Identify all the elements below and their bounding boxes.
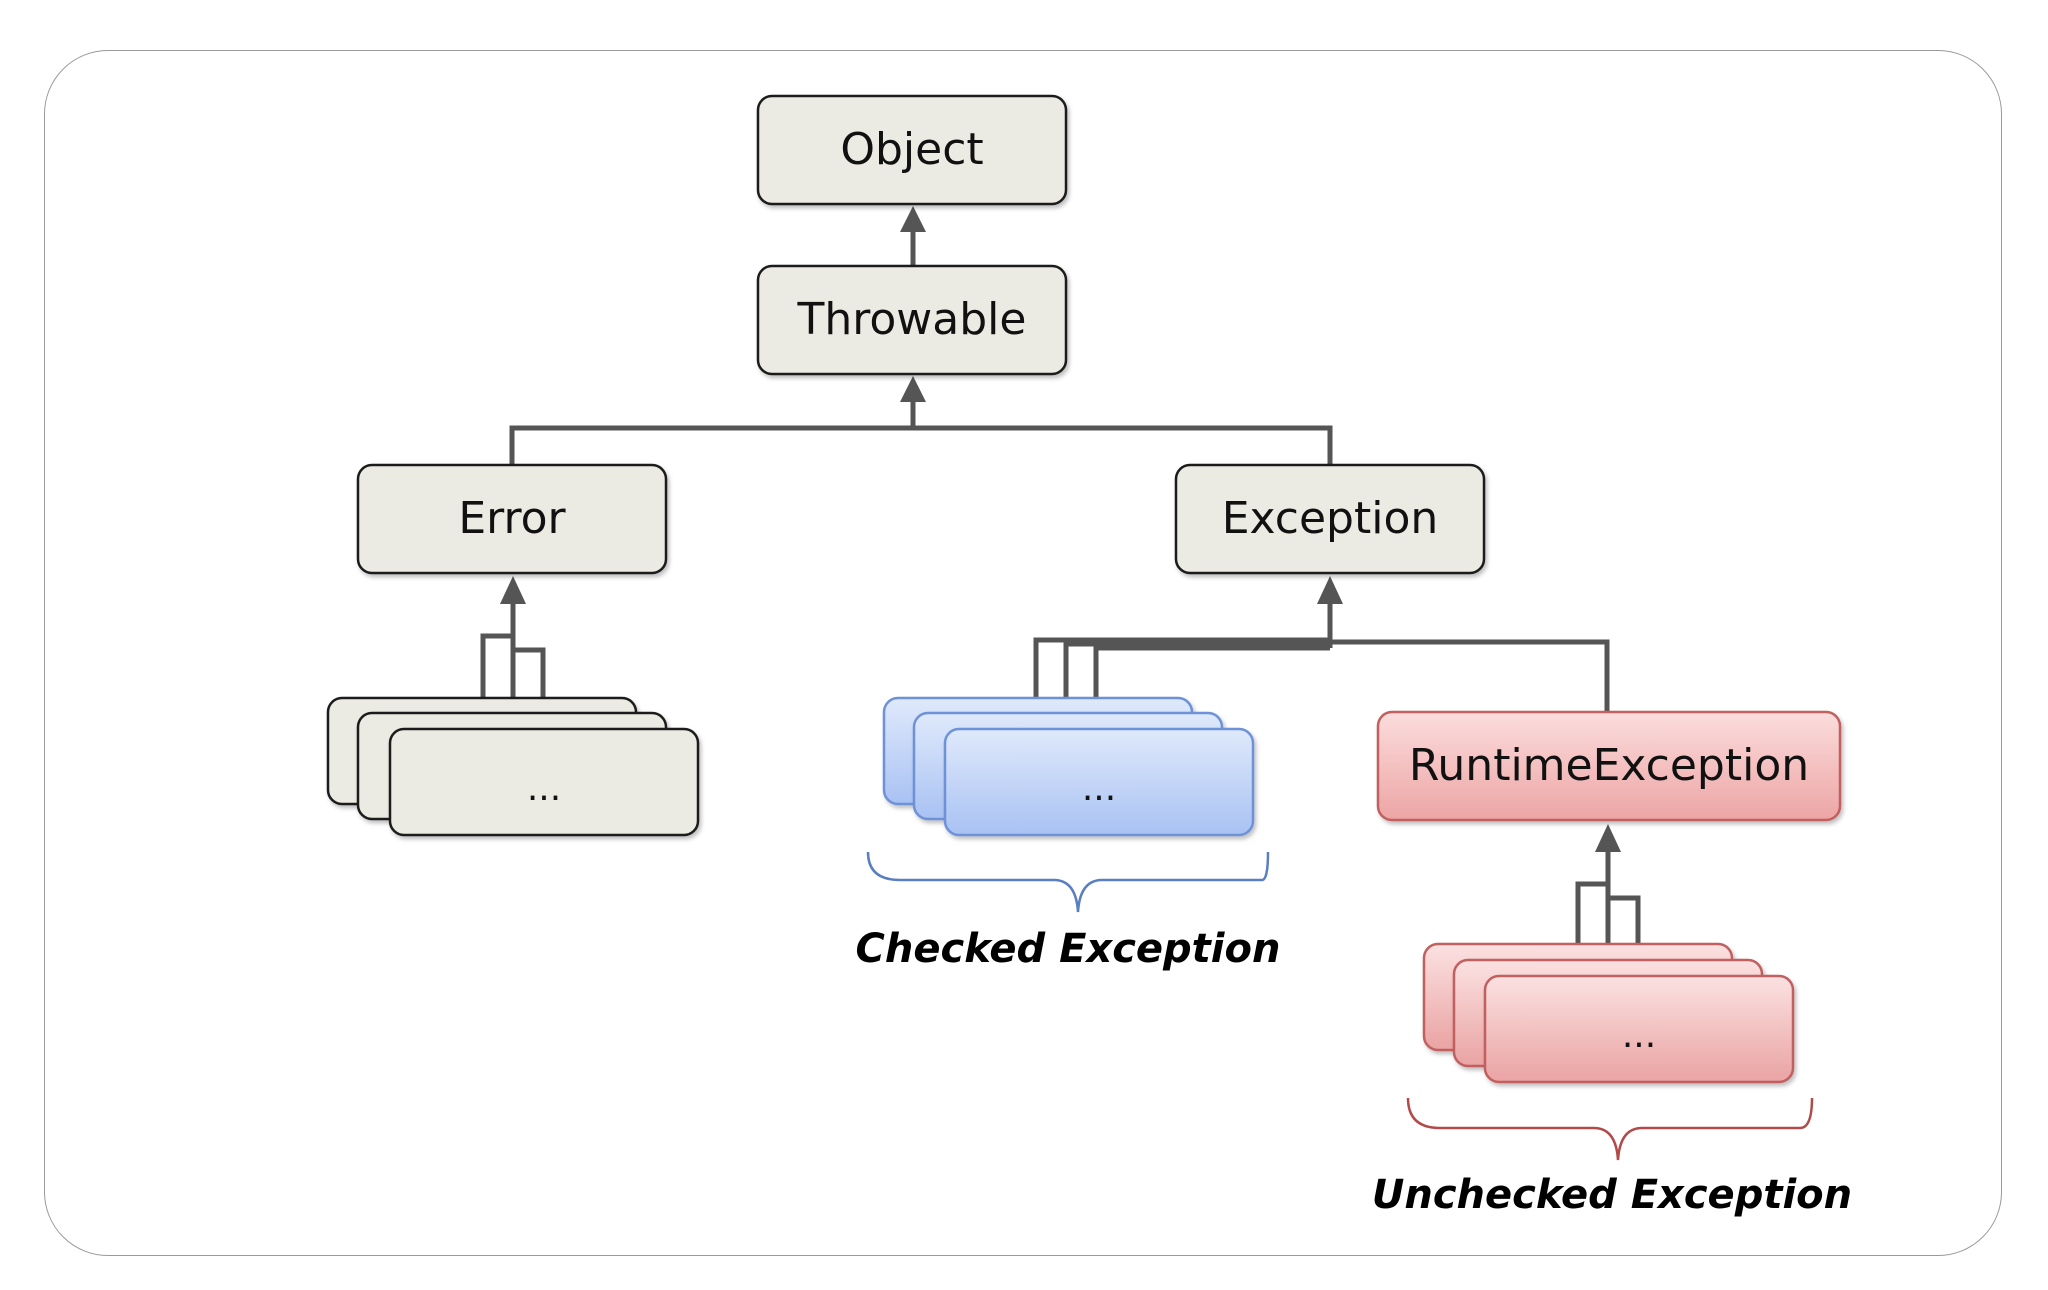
- connector-exception-throwable: [913, 425, 1333, 465]
- node-throwable-label: Throwable: [797, 294, 1027, 345]
- node-error-subclasses-label: ...: [527, 768, 561, 809]
- arrowhead-object: [900, 206, 926, 232]
- connector-error-sub-1: [480, 633, 513, 700]
- arrowhead-throwable: [900, 376, 926, 402]
- node-object-label: Object: [840, 124, 983, 175]
- arrowhead-exception: [1317, 576, 1343, 604]
- node-runtime-exception-label: RuntimeException: [1409, 740, 1809, 791]
- connector-error-throwable: [509, 425, 913, 465]
- node-unchecked-subclasses-label: ...: [1622, 1015, 1656, 1056]
- node-exception-label: Exception: [1222, 493, 1439, 544]
- node-throwable: Throwable: [756, 264, 1068, 376]
- node-checked-subclasses: ...: [882, 696, 1255, 837]
- connector-unchecked-sub-1: [1575, 881, 1608, 946]
- arrowhead-error: [500, 576, 526, 604]
- node-unchecked-subclasses: ...: [1422, 942, 1795, 1084]
- node-checked-subclasses-label: ...: [1082, 768, 1116, 809]
- connector-checked-sub-2: [1063, 641, 1330, 712]
- connector-runtime-exception: [1330, 639, 1610, 712]
- node-runtime-exception: RuntimeException: [1376, 710, 1842, 822]
- unchecked-exception-label: Unchecked Exception: [1372, 1172, 1852, 1218]
- node-object: Object: [756, 94, 1068, 206]
- node-error-subclasses: ...: [326, 696, 700, 837]
- node-error: Error: [356, 463, 668, 575]
- checked-brace: Checked Exception: [856, 851, 1281, 972]
- unchecked-brace: Unchecked Exception: [1372, 1097, 1852, 1218]
- node-error-label: Error: [458, 493, 566, 544]
- node-exception: Exception: [1174, 463, 1486, 575]
- arrowhead-runtime: [1595, 824, 1621, 852]
- checked-exception-label: Checked Exception: [856, 926, 1281, 972]
- connector-checked-sub-1: [1033, 637, 1330, 700]
